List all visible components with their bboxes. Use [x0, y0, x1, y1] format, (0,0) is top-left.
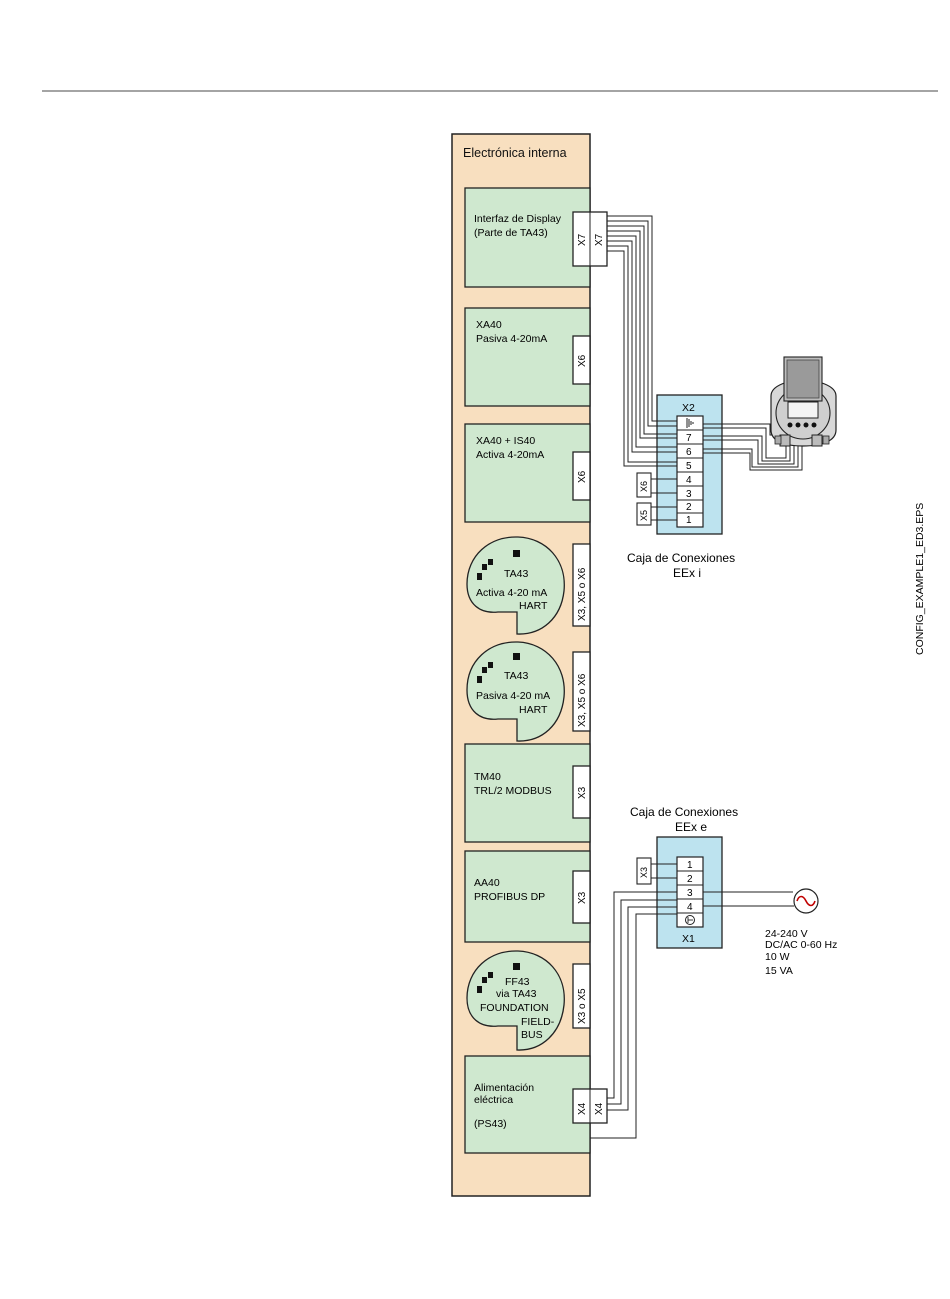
connector-label: X3 o X5: [577, 988, 588, 1024]
module-tm40: TM40 TRL/2 MODBUS X3: [464, 743, 591, 843]
terminal-label: 1: [687, 860, 693, 871]
module-label: TA43: [504, 670, 528, 682]
module-ta43-passive: TA43 Pasiva 4-20 mA HART X3, X5 o X6: [466, 641, 591, 742]
power-spec: DC/AC 0-60 Hz: [765, 939, 837, 951]
module-ps43: Alimentación eléctrica (PS43) X4 X4: [464, 1055, 608, 1154]
connector-label: X7: [594, 233, 605, 246]
module-label: Alimentación: [474, 1082, 534, 1094]
module-label: PROFIBUS DP: [474, 891, 545, 903]
terminal-label: 4: [687, 902, 693, 913]
connector-label: X3, X5 o X6: [577, 567, 588, 621]
module-label: XA40: [476, 319, 502, 331]
module-label: XA40 + IS40: [476, 435, 535, 447]
module-label: TA43: [504, 568, 528, 580]
junction-box-i-caption-2: EEx i: [673, 566, 701, 580]
module-label: Activa 4-20 mA: [476, 587, 547, 599]
terminal-label: 6: [686, 447, 692, 458]
power-spec: 10 W: [765, 951, 790, 963]
supply-wires: [703, 891, 794, 907]
module-xa40-is40-active: XA40 + IS40 Activa 4-20mA X6: [464, 423, 591, 523]
module-ff43: FF43 via TA43 FOUNDATION FIELD- BUS X3 o…: [466, 950, 591, 1051]
connector-label: X4: [577, 1102, 588, 1115]
module-display-interface: Interfaz de Display (Parte de TA43) X7 X…: [464, 187, 608, 288]
module-label: Pasiva 4-20mA: [476, 333, 547, 345]
power-wires: [590, 891, 677, 1139]
module-label: HART: [519, 704, 548, 716]
remote-display-unit: [770, 356, 837, 447]
module-label: Interfaz de Display: [474, 213, 562, 225]
module-label: TRL/2 MODBUS: [474, 785, 552, 797]
module-label: FIELD-: [521, 1016, 555, 1028]
module-xa40-passive: XA40 Pasiva 4-20mA X6: [464, 307, 591, 407]
display-wires: [607, 215, 677, 467]
module-label: via TA43: [496, 988, 537, 1000]
module-label: AA40: [474, 877, 500, 889]
module-label: Pasiva 4-20 mA: [476, 690, 550, 702]
terminal-label: 2: [686, 502, 692, 513]
power-spec: 24-240 V: [765, 928, 808, 940]
junction-box-i-caption-1: Caja de Conexiones: [627, 551, 735, 565]
terminal-label: 1: [686, 515, 692, 526]
module-label: Activa 4-20mA: [476, 449, 544, 461]
junction-box-e-caption-1: Caja de Conexiones: [630, 805, 738, 819]
connector-label: X3: [577, 891, 588, 904]
display-unit-wires: [703, 423, 803, 471]
module-label: TM40: [474, 771, 501, 783]
connector-label: X3, X5 o X6: [577, 673, 588, 727]
terminal-label: 7: [686, 433, 692, 444]
panel-title: Electrónica interna: [463, 146, 567, 160]
connector-label: X7: [577, 233, 588, 246]
protective-earth-icon: [685, 915, 695, 925]
power-spec: 15 VA: [765, 965, 793, 977]
side-tag-label: X3: [639, 867, 649, 878]
terminal-label: 4: [686, 475, 692, 486]
connector-label: X6: [577, 470, 588, 483]
module-aa40: AA40 PROFIBUS DP X3: [464, 850, 591, 943]
junction-box-footer: X1: [682, 933, 695, 945]
side-tag-label: X6: [639, 481, 649, 492]
figure-id: CONFIG_EXAMPLE1_ED3.EPS: [914, 503, 926, 655]
module-label: HART: [519, 600, 548, 612]
module-label: BUS: [521, 1029, 543, 1041]
earth-icon: [686, 418, 694, 428]
module-ta43-active: TA43 Activa 4-20 mA HART X3, X5 o X6: [466, 536, 591, 635]
connector-label: X6: [577, 354, 588, 367]
junction-box-header: X2: [682, 402, 695, 414]
terminal-label: 2: [687, 874, 693, 885]
ac-source-icon: [793, 888, 819, 914]
module-label: (Parte de TA43): [474, 227, 548, 239]
terminal-label: 3: [686, 489, 692, 500]
junction-box-eex-i: X2 7 6 5 4 3 2 1 X6 X5: [636, 394, 723, 535]
connector-label: X4: [594, 1102, 605, 1115]
terminal-label: 5: [686, 461, 692, 472]
connector-label: X3: [577, 786, 588, 799]
terminal-label: 3: [687, 888, 693, 899]
module-label: FF43: [505, 976, 530, 988]
module-label: eléctrica: [474, 1094, 513, 1106]
module-label: (PS43): [474, 1118, 507, 1130]
junction-box-e-caption-2: EEx e: [675, 820, 707, 834]
module-label: FOUNDATION: [480, 1002, 549, 1014]
side-tag-label: X5: [639, 510, 649, 521]
